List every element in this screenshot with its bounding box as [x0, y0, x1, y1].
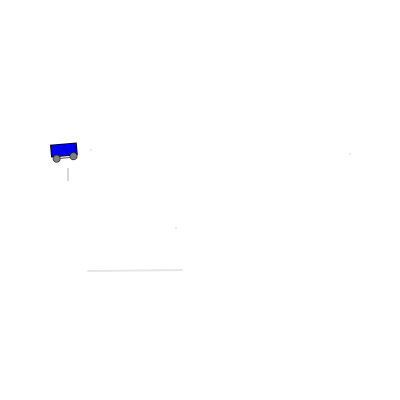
wheel-left [52, 154, 61, 163]
cart-axle [59, 156, 71, 159]
faint-speck [175, 227, 177, 229]
faint-speck [90, 149, 92, 151]
cart [50, 142, 78, 163]
wheel-right [69, 152, 78, 161]
terrain-line [87, 269, 183, 272]
faint-speck [349, 153, 351, 155]
